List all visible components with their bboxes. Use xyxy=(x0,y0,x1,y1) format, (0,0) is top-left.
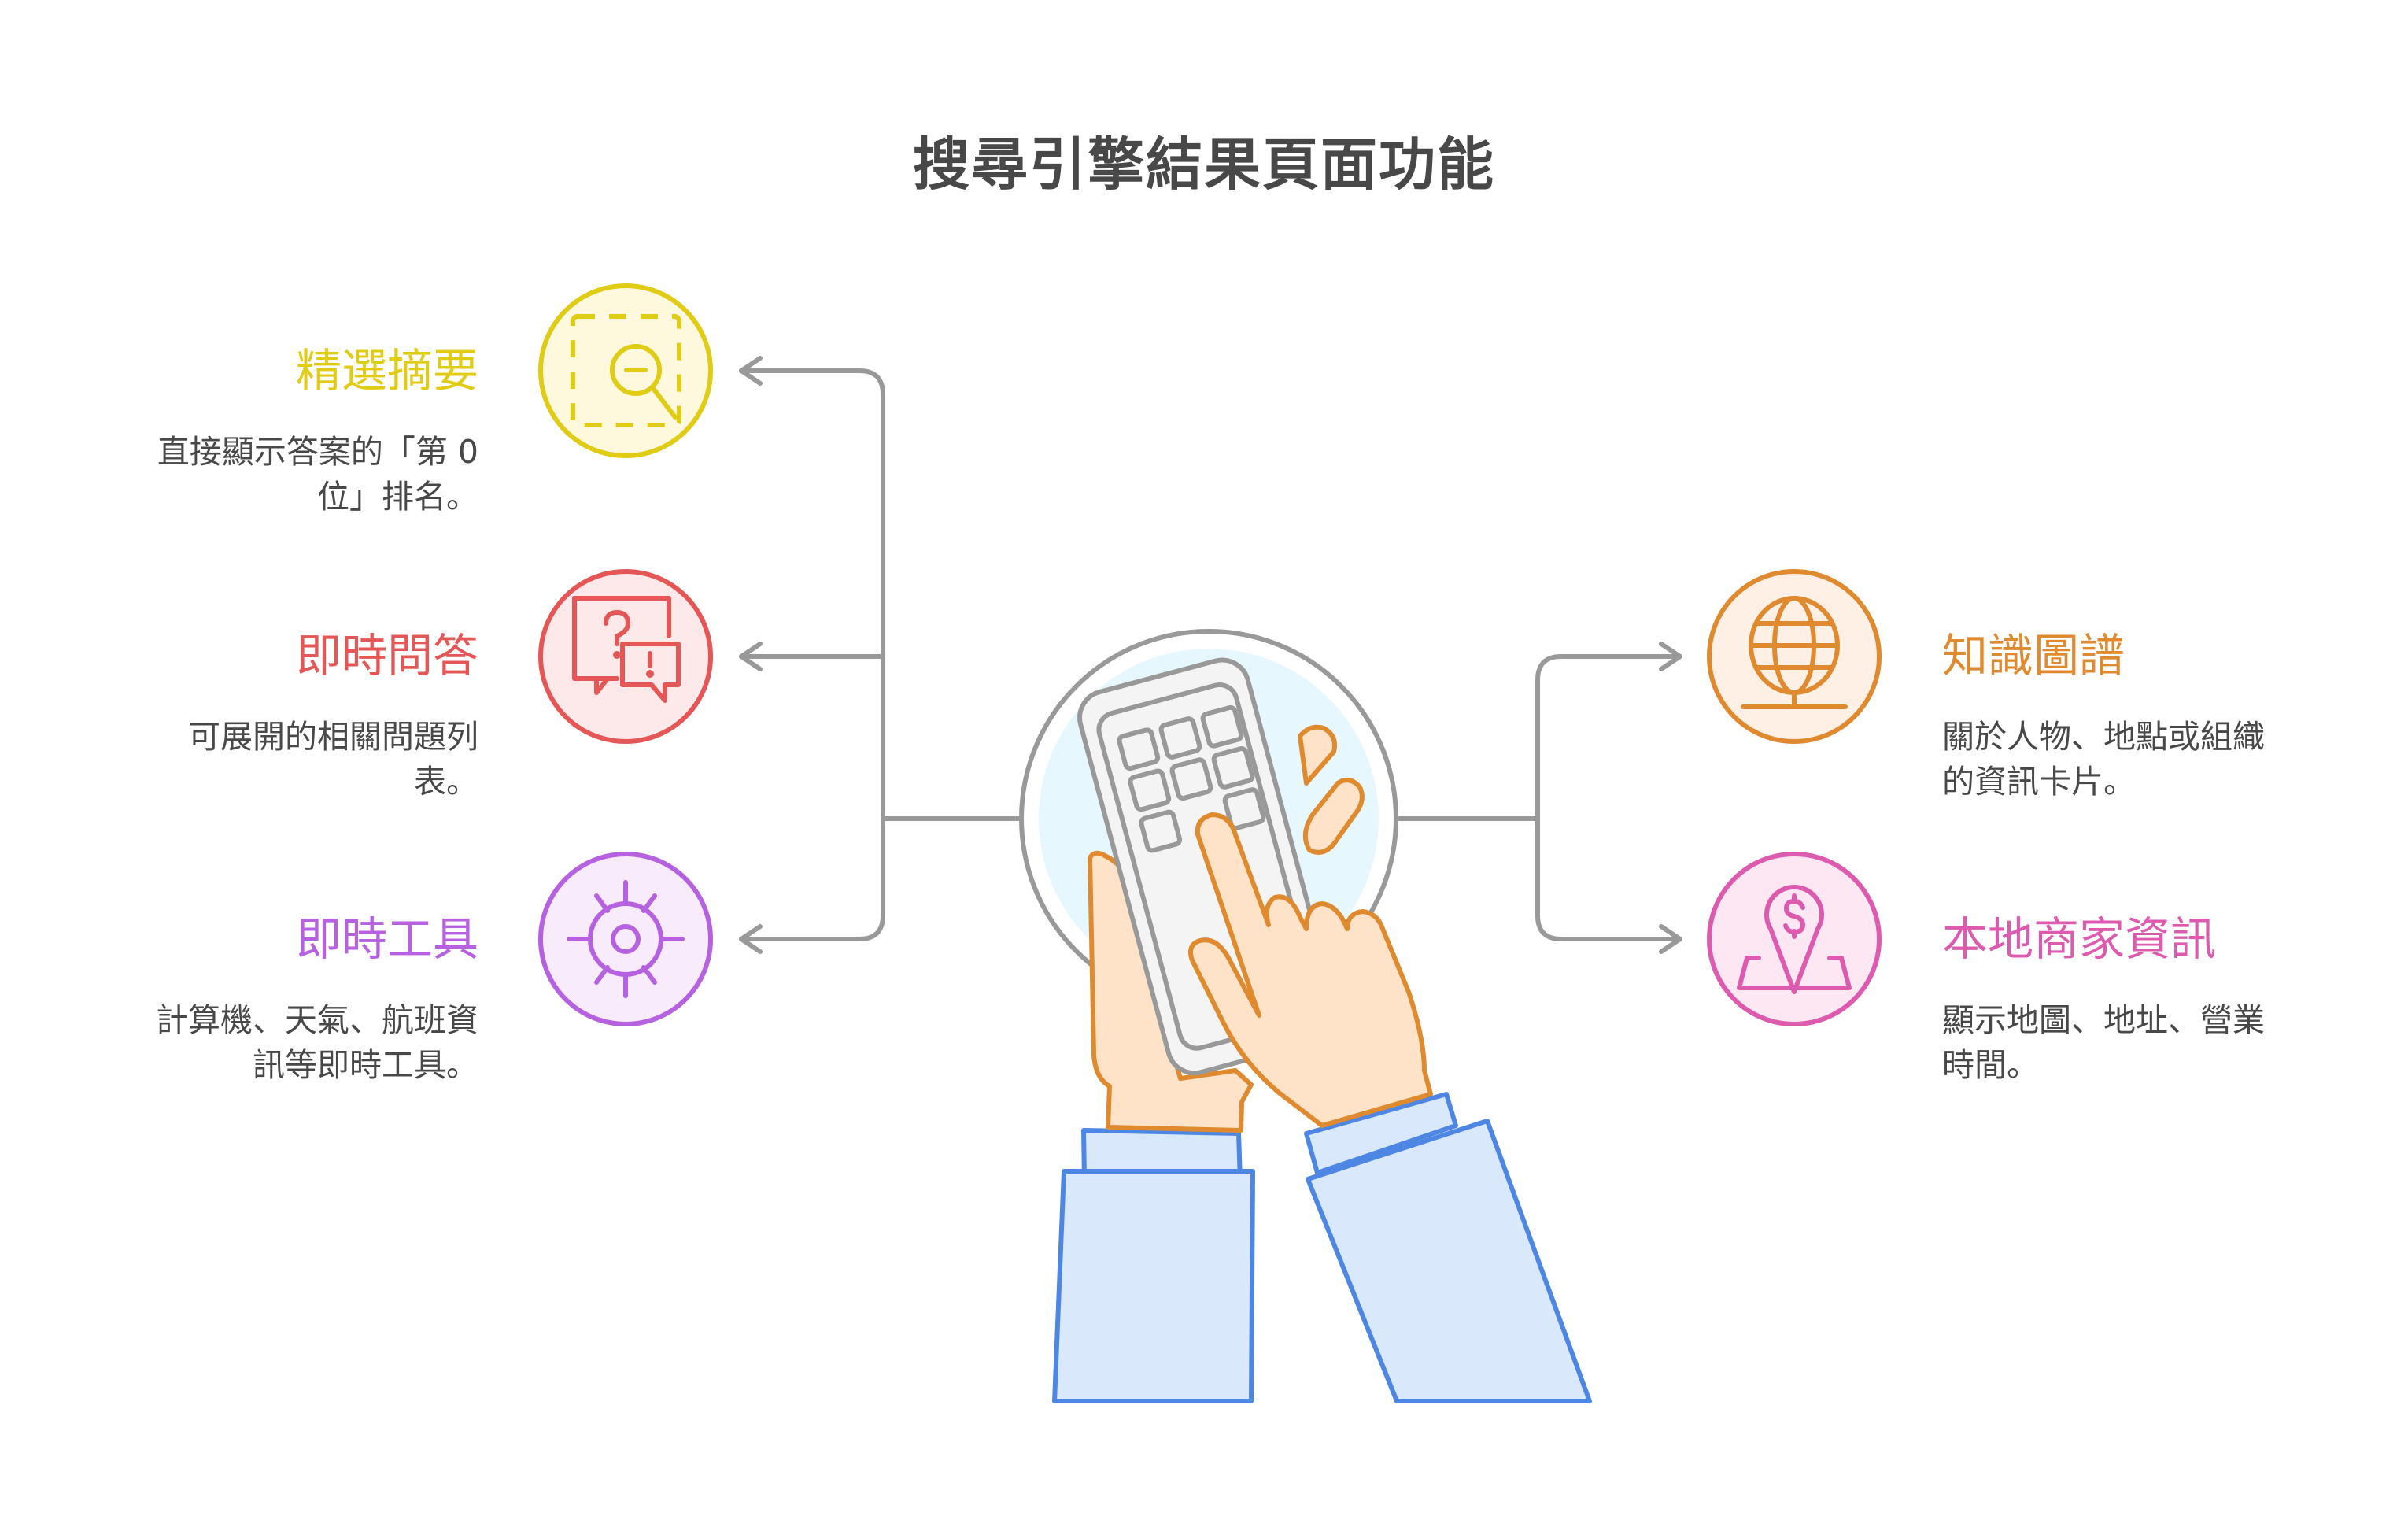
feature-description: 可展開的相關問題列 表。 xyxy=(188,718,478,801)
feature-people-also-ask: 即時問答 可展開的相關問題列 表。 xyxy=(69,628,478,804)
left-connectors xyxy=(739,356,1022,954)
map-pin-dollar-icon xyxy=(1707,852,1882,1026)
page-title: 搜尋引擎結果頁面功能 xyxy=(912,131,1495,198)
feature-heading: 知識圖譜 xyxy=(1942,629,2125,682)
feature-knowledge-graph: 知識圖譜 關於人物、地點或組織 的資訊卡片。 xyxy=(1942,628,2351,804)
globe-icon xyxy=(1707,569,1882,744)
arrow-left-icon xyxy=(739,642,763,671)
right-connectors xyxy=(1395,642,1682,954)
hands-holding-phone-icon xyxy=(1019,629,1592,1403)
feature-featured-snippet: 精選摘要 直接顯示答案的「第 0 位」排名。 xyxy=(69,343,478,520)
feature-heading: 本地商家資訊 xyxy=(1942,912,2217,966)
feature-heading: 精選摘要 xyxy=(295,344,478,398)
arrow-left-icon xyxy=(739,356,763,386)
feature-heading: 即時工具 xyxy=(295,912,478,966)
feature-description: 關於人物、地點或組織 的資訊卡片。 xyxy=(1942,718,2265,801)
feature-description: 顯示地圖、地址、營業 時間。 xyxy=(1942,1001,2265,1084)
gear-sun-icon xyxy=(538,852,713,1026)
arrow-right-icon xyxy=(1659,924,1682,954)
magnify-dashed-frame-icon xyxy=(538,283,713,458)
chat-question-icon xyxy=(538,569,713,744)
feature-heading: 即時問答 xyxy=(295,629,478,682)
feature-local-business: 本地商家資訊 顯示地圖、地址、營業 時間。 xyxy=(1942,912,2351,1088)
feature-instant-tools: 即時工具 計算機、天氣、航班資 訊等即時工具。 xyxy=(69,912,478,1088)
feature-description: 直接顯示答案的「第 0 位」排名。 xyxy=(157,433,478,516)
feature-description: 計算機、天氣、航班資 訊等即時工具。 xyxy=(156,1001,478,1084)
arrow-left-icon xyxy=(739,924,763,954)
arrow-right-icon xyxy=(1659,642,1682,671)
